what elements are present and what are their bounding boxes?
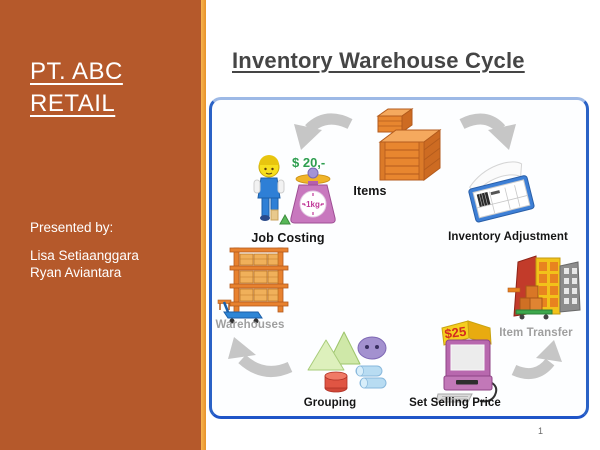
presented-by-label: Presented by: bbox=[30, 220, 114, 235]
presenter-name-2: Ryan Aviantara bbox=[30, 265, 122, 280]
inventory-adjustment-label: Inventory Adjustment bbox=[448, 231, 568, 243]
job-costing-label: Job Costing bbox=[251, 231, 325, 245]
sidebar: PT. ABC RETAIL Presented by: Lisa Setiaa… bbox=[0, 0, 201, 450]
crates-icon bbox=[376, 108, 442, 181]
curved-arrow-to-warehouses-icon bbox=[228, 337, 293, 377]
clipboard-icon bbox=[468, 161, 535, 223]
set-selling-price-label: Set Selling Price bbox=[409, 397, 501, 409]
job-costing-icon: -1kg- bbox=[253, 155, 336, 225]
company-title: PT. ABC RETAIL bbox=[30, 56, 123, 120]
items-label: Items bbox=[353, 184, 387, 198]
item-transfer-label: Item Transfer bbox=[499, 327, 573, 339]
warehouses-label: Warehouses bbox=[215, 319, 285, 331]
presenter-name-1: Lisa Setiaanggara bbox=[30, 248, 139, 263]
buildings-icon bbox=[507, 255, 581, 320]
svg-text:-1kg-: -1kg- bbox=[303, 200, 322, 209]
grouping-shapes-icon bbox=[307, 331, 387, 393]
price-tag-20: $ 20,- bbox=[292, 155, 326, 170]
curved-arrow-items-to-job-costing-icon bbox=[294, 113, 353, 150]
presenter-list: Lisa Setiaanggara Ryan Aviantara bbox=[30, 247, 139, 281]
warehouse-rack-icon bbox=[217, 247, 289, 324]
company-title-line-1: PT. ABC bbox=[30, 58, 123, 85]
slide-title: Inventory Warehouse Cycle bbox=[232, 48, 525, 73]
accent-divider bbox=[201, 0, 206, 450]
diagram-panel: Items -1kg- $ 20,- Job Costing bbox=[209, 97, 589, 419]
grouping-label: Grouping bbox=[303, 397, 357, 409]
cash-register-icon: $25 bbox=[435, 320, 498, 403]
page-number: 1 bbox=[538, 426, 544, 436]
company-title-line-2: RETAIL bbox=[30, 90, 116, 117]
svg-text:$25: $25 bbox=[444, 324, 468, 342]
curved-arrow-items-to-inventory-adjustment-icon bbox=[459, 113, 516, 150]
curved-arrow-to-item-transfer-icon bbox=[511, 340, 562, 380]
